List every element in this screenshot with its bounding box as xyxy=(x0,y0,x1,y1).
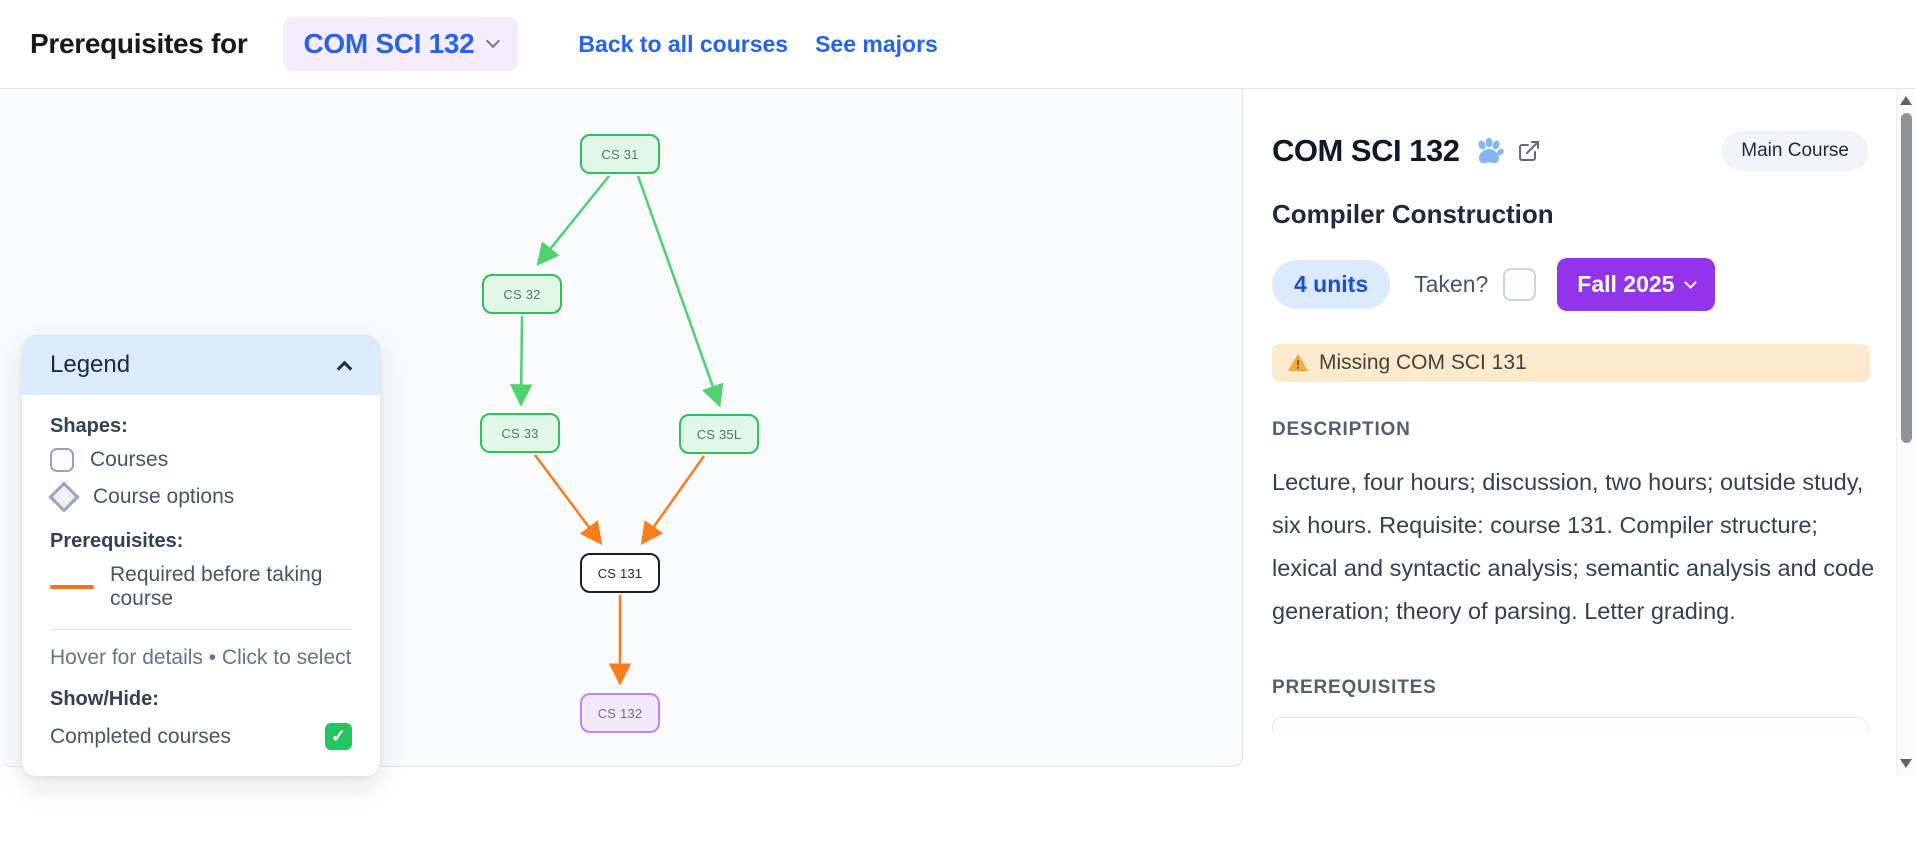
legend-courses-label: Courses xyxy=(90,448,169,471)
legend-course-options-label: Course options xyxy=(93,485,235,508)
header-divider xyxy=(0,88,1915,89)
check-icon: ✓ xyxy=(330,726,347,746)
legend-completed-row: Completed courses ✓ xyxy=(50,723,352,750)
course-selector-label: COM SCI 132 xyxy=(303,28,475,59)
edge-cs35l-cs131 xyxy=(640,455,706,546)
course-name: Compiler Construction xyxy=(1272,199,1554,229)
legend-completed-label: Completed courses xyxy=(50,724,231,748)
term-label: Fall 2025 xyxy=(1577,271,1675,297)
missing-prerequisite-warning: Missing COM SCI 131 xyxy=(1272,344,1870,382)
legend-header[interactable]: Legend xyxy=(22,335,380,395)
paw-icon[interactable] xyxy=(1473,136,1505,166)
legend-panel: Legend Shapes: Courses Course options Pr… xyxy=(22,335,380,776)
taken-label: Taken? xyxy=(1414,271,1489,297)
header: Prerequisites for COM SCI 132 Back to al… xyxy=(0,0,1915,88)
course-options-shape-icon xyxy=(48,481,80,513)
external-link-icon[interactable] xyxy=(1517,139,1541,163)
legend-hint: Hover for details • Click to select xyxy=(50,646,352,669)
legend-required-row: Required before taking course xyxy=(50,563,352,611)
term-select-button[interactable]: Fall 2025 xyxy=(1557,258,1716,311)
course-shape-icon xyxy=(50,448,74,472)
taken-checkbox[interactable] xyxy=(1503,268,1537,301)
see-majors-link[interactable]: See majors xyxy=(815,30,938,57)
page-title: Prerequisites for xyxy=(30,28,248,59)
units-badge: 4 units xyxy=(1272,260,1391,309)
prerequisites-list-box xyxy=(1272,717,1868,731)
scroll-up-arrow-icon[interactable] xyxy=(1900,96,1912,105)
prerequisites-heading: PREREQUISITES xyxy=(1272,677,1437,698)
edge-cs32-cs33 xyxy=(509,315,533,407)
chevron-down-icon xyxy=(486,33,501,49)
back-to-all-courses-link[interactable]: Back to all courses xyxy=(578,30,789,57)
course-node-cs31[interactable]: CS 31 xyxy=(580,134,660,174)
description-heading: DESCRIPTION xyxy=(1272,419,1411,440)
edge-cs31-cs32 xyxy=(536,175,610,266)
chevron-up-icon[interactable] xyxy=(336,360,353,376)
completed-courses-checkbox[interactable]: ✓ xyxy=(325,723,352,750)
scrollbar-thumb[interactable] xyxy=(1900,113,1912,443)
course-code-title: COM SCI 132 xyxy=(1272,133,1460,168)
course-node-cs132[interactable]: CS 132 xyxy=(580,693,660,733)
panel-scrollbar[interactable] xyxy=(1896,89,1915,775)
edge-cs33-cs131 xyxy=(533,454,603,546)
units-row: 4 units Taken? Fall 2025 xyxy=(1272,258,1868,311)
course-node-cs35l[interactable]: CS 35L xyxy=(679,414,759,454)
course-node-cs32[interactable]: CS 32 xyxy=(482,274,562,314)
legend-prerequisites-label: Prerequisites: xyxy=(50,530,184,552)
course-selector-dropdown[interactable]: COM SCI 132 xyxy=(283,17,519,71)
legend-courses-row: Courses xyxy=(50,448,352,472)
legend-show-hide-label: Show/Hide: xyxy=(50,688,159,710)
description-text: Lecture, four hours; discussion, two hou… xyxy=(1272,469,1875,624)
legend-body: Shapes: Courses Course options Prerequis… xyxy=(22,395,380,776)
legend-title: Legend xyxy=(50,351,131,378)
warning-triangle-icon xyxy=(1288,354,1308,371)
edge-cs31-cs35l xyxy=(636,175,724,408)
course-details-panel: COM SCI 132 Main Course Compiler Constru… xyxy=(1244,89,1896,775)
legend-required-label: Required before taking course xyxy=(110,563,323,610)
course-title-row: COM SCI 132 Main Course xyxy=(1272,131,1868,171)
graph-edges xyxy=(509,175,724,686)
chevron-down-icon xyxy=(1684,276,1698,289)
main-course-badge: Main Course xyxy=(1722,131,1868,171)
warning-text: Missing COM SCI 131 xyxy=(1319,351,1527,374)
course-node-cs131[interactable]: CS 131 xyxy=(580,553,660,593)
prerequisite-graph-canvas[interactable]: CS 31 CS 32 CS 33 CS 35L CS 131 CS 132 L… xyxy=(0,89,1243,776)
scroll-down-arrow-icon[interactable] xyxy=(1900,759,1912,768)
legend-course-options-row: Course options xyxy=(48,481,352,513)
course-node-cs33[interactable]: CS 33 xyxy=(480,413,560,453)
legend-divider xyxy=(50,629,352,630)
required-edge-swatch xyxy=(50,585,94,589)
legend-shapes-label: Shapes: xyxy=(50,415,128,437)
